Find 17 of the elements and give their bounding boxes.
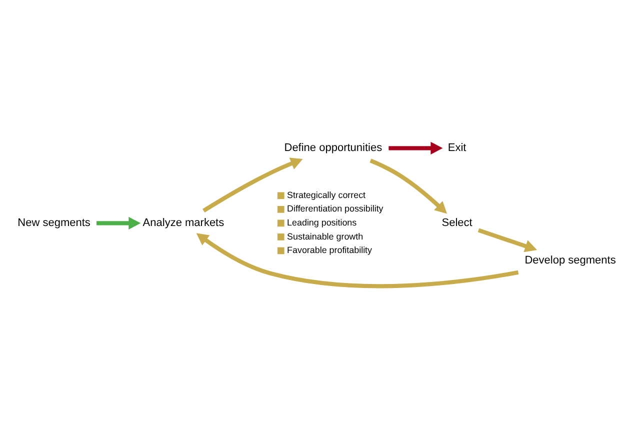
label: Strategically correct xyxy=(287,189,366,200)
label: Leading positions xyxy=(287,217,357,228)
node-text: New segments xyxy=(18,216,90,228)
label: Favorable profitability xyxy=(287,244,372,255)
node-text: Define opportunities xyxy=(284,141,382,154)
node-text: Select xyxy=(442,216,472,228)
arrow xyxy=(96,216,141,229)
label: Sustainable growth xyxy=(287,230,364,241)
node-text: Exit xyxy=(448,141,466,154)
arrow xyxy=(370,158,448,214)
label: Differentiation possibility xyxy=(287,203,384,214)
arrow xyxy=(478,228,538,252)
node-text: Develop segments xyxy=(524,254,616,266)
arrow xyxy=(196,232,519,288)
arrow xyxy=(388,141,443,154)
arrow xyxy=(202,157,303,212)
node-text: Analyze markets xyxy=(142,216,224,228)
